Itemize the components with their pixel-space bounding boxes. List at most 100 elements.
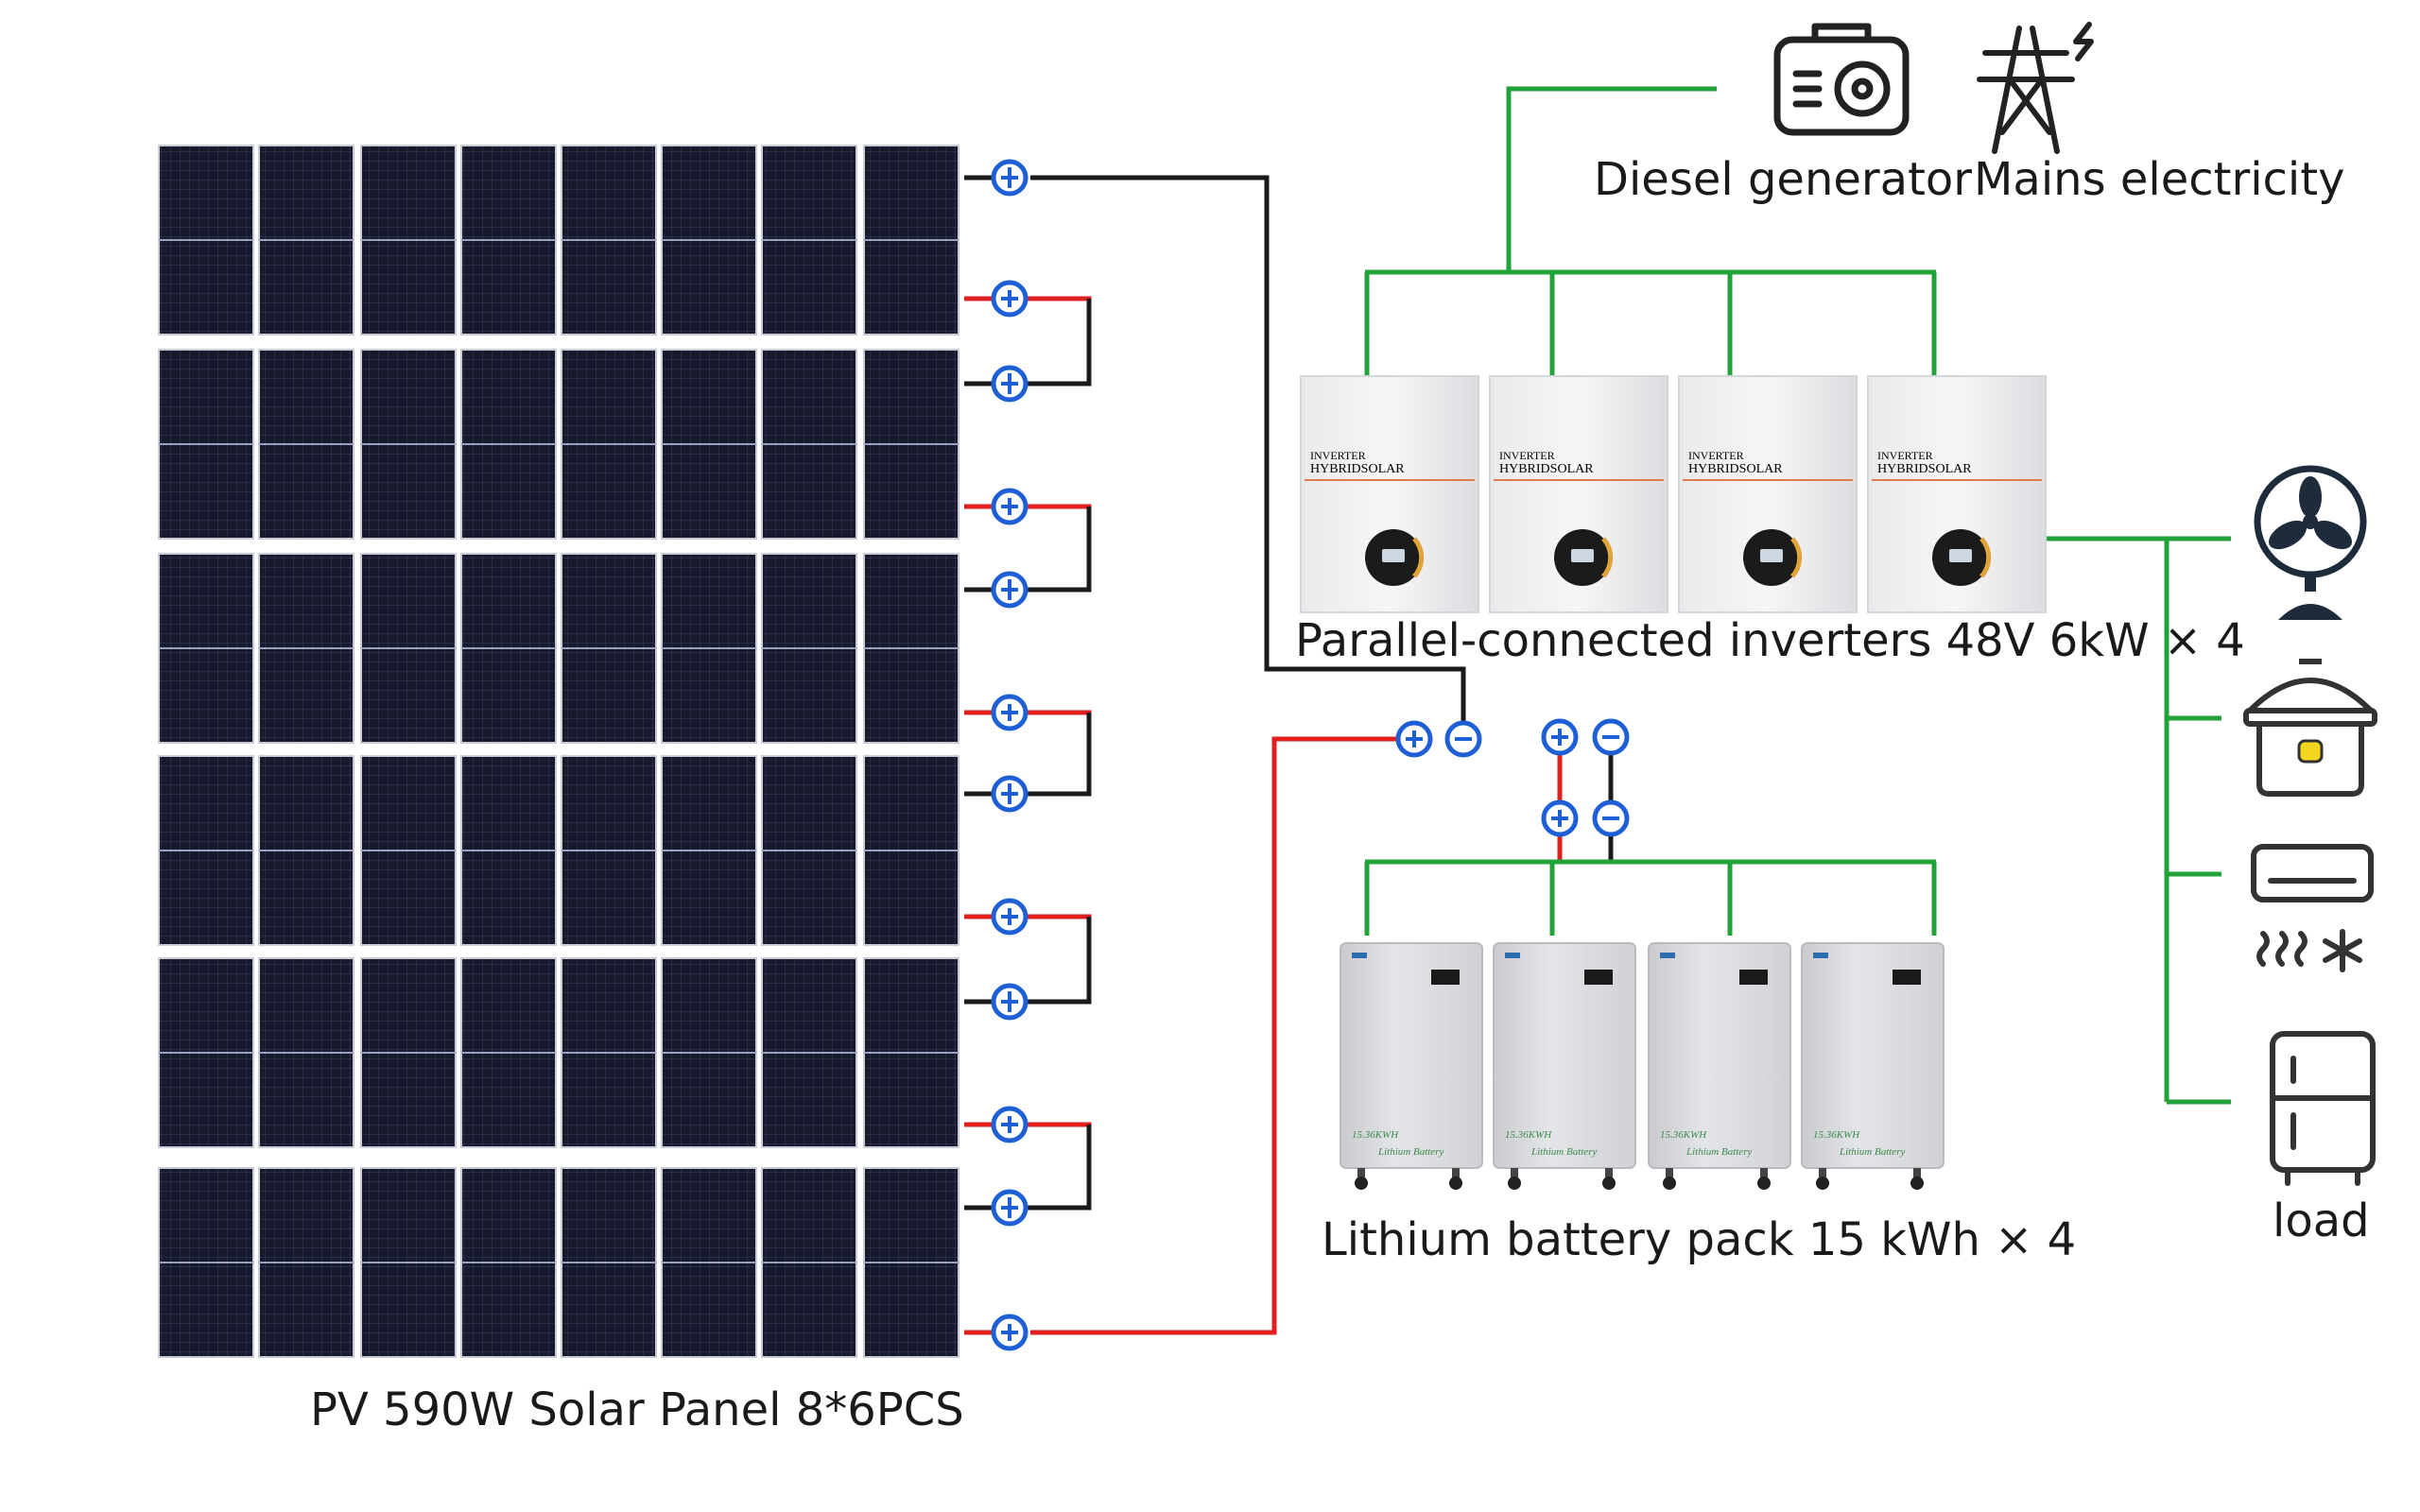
- solar-panel: [158, 1167, 254, 1358]
- solar-panel: [561, 957, 657, 1148]
- solar-panel: [360, 553, 457, 744]
- negative-terminal: [991, 775, 1028, 813]
- refrigerator-icon: [2270, 1031, 2376, 1186]
- diesel-generator-label: Diesel generator: [1594, 153, 1972, 206]
- solar-panel: [258, 957, 354, 1148]
- solar-panel: [460, 755, 557, 946]
- positive-terminal: [991, 694, 1028, 731]
- battery-negative-terminal-upper: [1592, 718, 1630, 756]
- solar-panel: [661, 957, 757, 1148]
- solar-panel: [561, 755, 657, 946]
- negative-terminal: [991, 983, 1028, 1021]
- battery-name-text: Lithium Battery: [1377, 1146, 1443, 1158]
- battery-capacity-text: 15.36KWH: [1813, 1129, 1860, 1141]
- solar-panel: [561, 349, 657, 540]
- solar-panel: [158, 957, 254, 1148]
- solar-panel: [863, 145, 959, 335]
- battery-capacity-text: 15.36KWH: [1660, 1129, 1707, 1141]
- solar-panel: [761, 349, 857, 540]
- air-conditioner-icon: [2251, 844, 2374, 972]
- battery-display: [1893, 970, 1921, 985]
- solar-panel: [661, 349, 757, 540]
- negative-main-wire: [1030, 175, 1466, 737]
- inverter-brand-bottom: HYBRIDSOLAR: [1688, 462, 1783, 476]
- solar-panel: [761, 1167, 857, 1358]
- positive-terminal: [991, 280, 1028, 318]
- negative-terminal: [991, 365, 1028, 403]
- solar-panel: [561, 553, 657, 744]
- solar-panel: [561, 145, 657, 335]
- inverter-brand-bottom: HYBRIDSOLAR: [1310, 462, 1405, 476]
- battery-unit: 15.36KWH Lithium Battery: [1648, 942, 1791, 1190]
- solar-panel: [661, 553, 757, 744]
- solar-panel: [158, 553, 254, 744]
- ac-wiring-loads: [2047, 536, 2231, 1105]
- inverter-brand-top: INVERTER: [1310, 449, 1366, 462]
- inverter-bank: INVERTERHYBRIDSOLARINVERTERHYBRIDSOLARIN…: [1300, 375, 2047, 613]
- solar-panel: [863, 553, 959, 744]
- positive-terminal: [991, 488, 1028, 525]
- solar-panel: [258, 1167, 354, 1358]
- solar-panel: [258, 553, 354, 744]
- solar-panel: [460, 957, 557, 1148]
- battery-positive-terminal-lower: [1541, 799, 1579, 837]
- inverters-label: Parallel-connected inverters 48V 6kW × 4: [1295, 614, 2245, 667]
- load-label: load: [2273, 1194, 2370, 1247]
- positive-terminal: [991, 898, 1028, 936]
- solar-panel: [661, 755, 757, 946]
- negative-terminal: [991, 571, 1028, 609]
- battery-wheel: [1449, 1177, 1462, 1190]
- battery-wheel: [1602, 1177, 1616, 1190]
- inverter-brand-bottom: HYBRIDSOLAR: [1877, 462, 1972, 476]
- battery-wheel: [1757, 1177, 1771, 1190]
- inverter-brand-bottom: HYBRIDSOLAR: [1499, 462, 1594, 476]
- solar-panel: [561, 1167, 657, 1358]
- battery-name-text: Lithium Battery: [1685, 1146, 1752, 1158]
- inverter-brand-top: INVERTER: [1688, 449, 1744, 462]
- solar-panel: [761, 145, 857, 335]
- solar-panel: [158, 349, 254, 540]
- diesel-generator-icon: [1773, 23, 1910, 136]
- battery-bank: 15.36KWH Lithium Battery 15.36KWH Lithium B…: [1340, 942, 1945, 1190]
- solar-panel: [863, 755, 959, 946]
- solar-panel: [360, 1167, 457, 1358]
- solar-panel: [761, 755, 857, 946]
- solar-panel: [661, 145, 757, 335]
- power-tower-icon: [1977, 22, 2094, 154]
- rice-cooker-icon: [2243, 659, 2377, 797]
- solar-panel-label: PV 590W Solar Panel 8*6PCS: [310, 1383, 964, 1436]
- battery-wheel: [1910, 1177, 1924, 1190]
- solar-panel: [258, 145, 354, 335]
- solar-panel: [460, 349, 557, 540]
- solar-panel: [360, 957, 457, 1148]
- inverter-brand-top: INVERTER: [1877, 449, 1933, 462]
- battery-positive-terminal-upper: [1541, 718, 1579, 756]
- battery-wheel: [1816, 1177, 1829, 1190]
- dc-wiring: [964, 175, 1614, 1335]
- ac-wiring-sources: [1364, 86, 1937, 378]
- fan-icon: [2254, 465, 2367, 620]
- solar-panel: [661, 1167, 757, 1358]
- positive-main-wire: [1030, 736, 1401, 1335]
- inverter-positive-terminal: [1395, 720, 1433, 758]
- inverter-negative-terminal: [1444, 720, 1482, 758]
- solar-panel: [863, 1167, 959, 1358]
- battery-wheel: [1663, 1177, 1676, 1190]
- battery-wheel: [1508, 1177, 1521, 1190]
- mains-electricity-label: Mains electricity: [1974, 153, 2345, 206]
- solar-panel-array: [158, 145, 959, 1358]
- battery-display: [1739, 970, 1768, 985]
- battery-display: [1584, 970, 1613, 985]
- solar-panel: [158, 145, 254, 335]
- solar-panel: [460, 145, 557, 335]
- solar-panel: [863, 957, 959, 1148]
- solar-panel: [258, 755, 354, 946]
- solar-panel: [863, 349, 959, 540]
